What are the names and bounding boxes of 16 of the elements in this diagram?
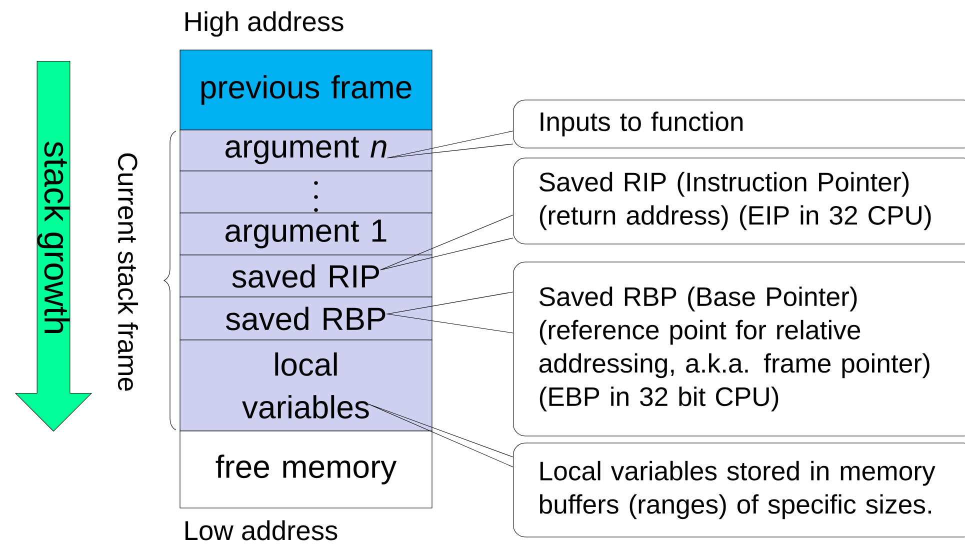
stack-cell: free memory bbox=[180, 430, 432, 508]
stack-cell bbox=[180, 170, 432, 214]
callout-tail bbox=[368, 404, 514, 468]
stack-cell: argument n bbox=[180, 130, 432, 172]
frame-label: Current stack frame bbox=[118, 153, 138, 391]
stack-cell: saved RIP bbox=[180, 254, 432, 298]
callout-tail bbox=[386, 292, 514, 334]
callout-box: Saved RIP (Instruction Pointer) (return address) (EIP in 32 CPU) bbox=[513, 158, 965, 244]
stack-cell: argument 1 bbox=[180, 212, 432, 256]
callout-tail bbox=[380, 214, 514, 270]
stack-cell: saved RBP bbox=[180, 296, 432, 340]
callout-tail bbox=[387, 130, 514, 158]
callout-box: Saved RBP (Base Pointer) (reference point for relative addressing, a.k.a. frame pointer) (EBP in 32 bit CPU) bbox=[513, 262, 965, 436]
callout-box: Inputs to function bbox=[513, 100, 965, 148]
stack-cell: previous frame bbox=[180, 50, 432, 130]
callout-box: Local variables stored in memory buffers (ranges) of specific sizes. bbox=[513, 442, 965, 538]
